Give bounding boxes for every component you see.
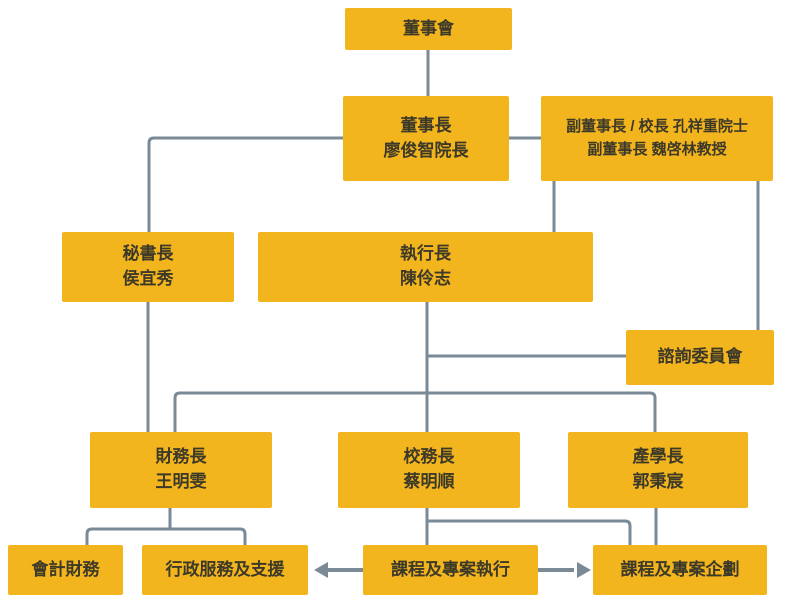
connector-chairman-secretary <box>147 136 343 232</box>
connector-cfo-rail <box>85 527 247 545</box>
node-title: 財務長 <box>155 447 207 467</box>
node-title: 產學長 <box>632 447 684 467</box>
node-title: 副董事長 / 校長 孔祥重院士 <box>566 118 748 135</box>
node-provost: 校務長 蔡明順 <box>338 432 520 508</box>
connector-provost-planning <box>427 519 632 545</box>
node-person: 侯宜秀 <box>122 269 174 288</box>
node-label: 會計財務 <box>31 559 100 579</box>
node-accounting-finance: 會計財務 <box>8 545 123 595</box>
node-person: 蔡明順 <box>403 472 455 491</box>
node-admin-services: 行政服務及支援 <box>142 545 308 595</box>
connector-rail-officers <box>173 391 657 432</box>
node-title: 執行長 <box>400 244 451 264</box>
arrow-right-icon <box>577 562 591 578</box>
node-cfo: 財務長 王明雯 <box>90 432 272 508</box>
node-program-planning: 課程及專案企劃 <box>593 545 767 595</box>
node-secretary-general: 秘書長 侯宜秀 <box>62 232 234 302</box>
node-title: 秘書長 <box>122 244 174 264</box>
node-title: 校務長 <box>403 447 455 467</box>
node-label: 課程及專案企劃 <box>620 559 740 579</box>
node-label: 行政服務及支援 <box>165 559 285 579</box>
node-ceo: 執行長 陳伶志 <box>258 232 593 302</box>
node-industry-liaison: 產學長 郭秉宸 <box>568 432 748 508</box>
node-label: 董事會 <box>403 18 454 38</box>
node-person: 王明雯 <box>155 472 207 491</box>
node-program-execution: 課程及專案執行 <box>363 545 538 595</box>
node-vice-chairmen: 副董事長 / 校長 孔祥重院士 副董事長 魏啓林教授 <box>541 96 773 181</box>
node-person: 陳伶志 <box>400 269 451 288</box>
node-label: 課程及專案執行 <box>391 559 510 579</box>
node-board: 董事會 <box>345 8 512 50</box>
node-person: 廖俊智院長 <box>383 140 469 160</box>
node-label: 諮詢委員會 <box>657 347 743 367</box>
node-person: 副董事長 魏啓林教授 <box>587 140 727 158</box>
node-person: 郭秉宸 <box>632 472 684 491</box>
node-title: 董事長 <box>400 115 452 135</box>
node-advisory-committee: 諮詢委員會 <box>626 330 774 385</box>
arrow-left-icon <box>314 562 328 578</box>
node-chairman: 董事長 廖俊智院長 <box>343 96 509 181</box>
